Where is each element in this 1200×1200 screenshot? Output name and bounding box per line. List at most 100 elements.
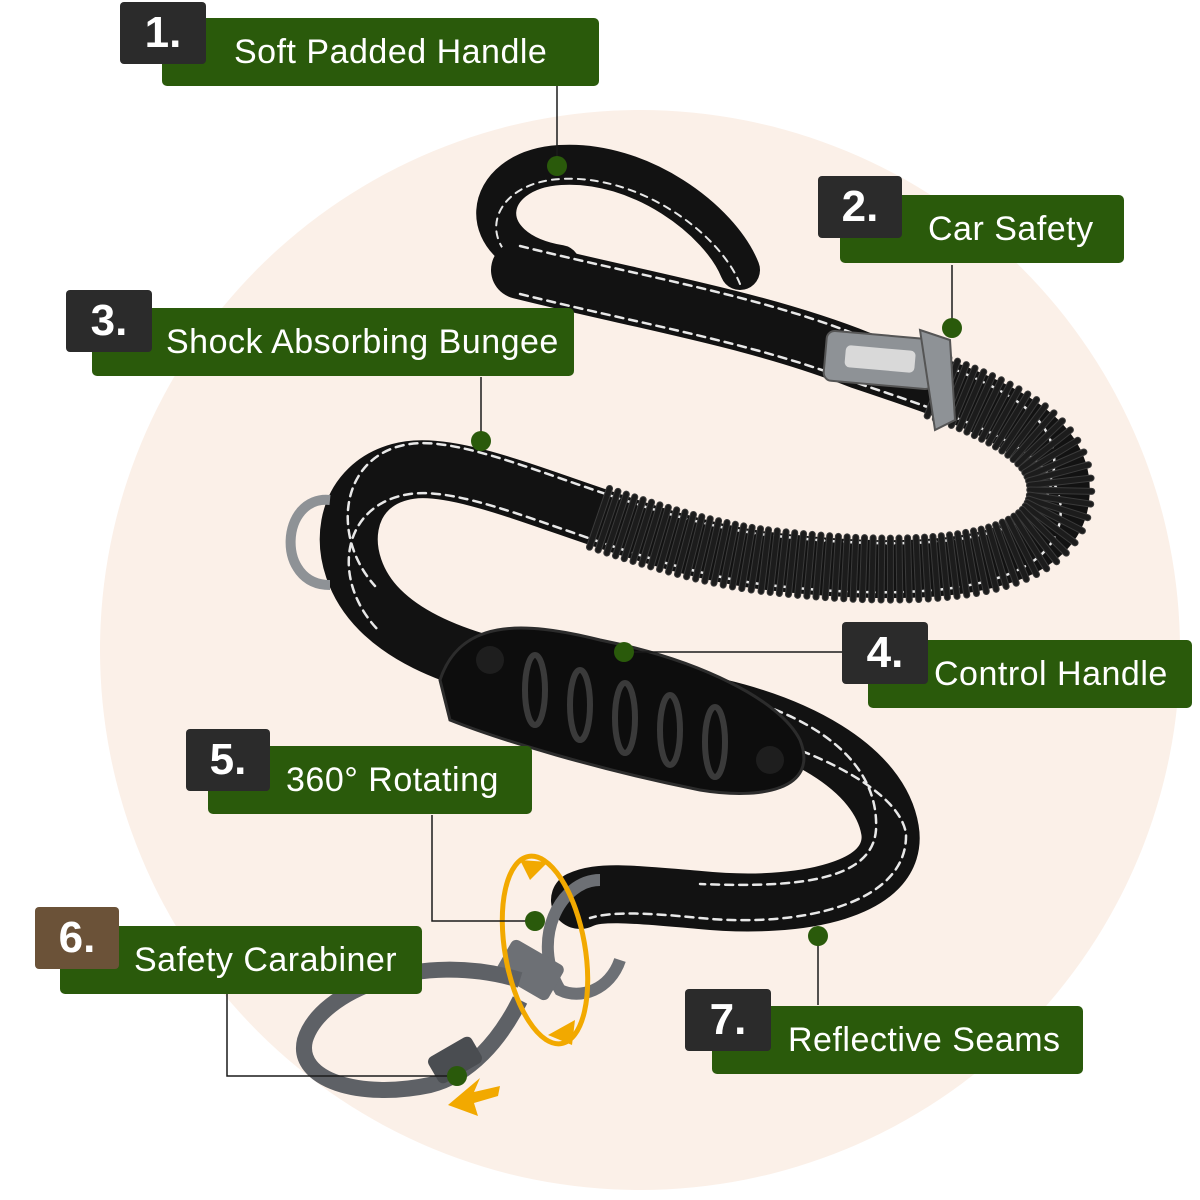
callout-number: 3. xyxy=(66,290,152,352)
bungee-ridge xyxy=(1025,474,1095,489)
bungee-ridge xyxy=(912,534,923,603)
control-handle-grip xyxy=(438,626,806,795)
bungee-ridge xyxy=(877,534,886,604)
bungee-ridge xyxy=(1021,502,1079,547)
callout-label: Shock Absorbing Bungee xyxy=(166,322,559,361)
bungee-ridge xyxy=(970,376,1005,440)
bungee-ridge xyxy=(629,498,656,565)
bungee-ridge xyxy=(784,529,799,598)
bungee-ridge xyxy=(868,534,877,604)
callout-number-text: 6. xyxy=(58,913,96,962)
callout-soft-padded-handle: Soft Padded Handle xyxy=(162,18,599,86)
bungee-ridge xyxy=(1026,486,1096,495)
bungee-ridge xyxy=(594,487,622,554)
bungee-ridge xyxy=(1025,461,1092,485)
bungee-ridge xyxy=(747,525,765,594)
bungee-ridge xyxy=(1014,417,1066,468)
bungee-ridge xyxy=(947,364,979,429)
callout-label: Control Handle xyxy=(934,654,1168,693)
bungee-ridge xyxy=(738,523,756,593)
bungee-ridge xyxy=(991,390,1032,451)
callout-number: 7. xyxy=(685,989,771,1051)
circular-arrow-icon xyxy=(499,853,591,1047)
callout-number-text: 4. xyxy=(866,628,904,677)
bungee-ridge xyxy=(803,530,816,600)
bungee-ridge xyxy=(985,385,1023,447)
callout-label: Car Safety xyxy=(928,209,1094,248)
callout-number: 6. xyxy=(35,907,119,969)
bungee-ridge xyxy=(673,510,697,578)
bungee-ridge xyxy=(886,534,894,604)
marker-dot xyxy=(614,642,634,662)
callout-label: Reflective Seams xyxy=(788,1020,1061,1059)
bungee-ridge xyxy=(1009,409,1058,464)
bungee-ridge xyxy=(812,531,825,601)
bungee-ridge xyxy=(998,396,1041,455)
bungee-ridge xyxy=(904,534,913,604)
marker-dot xyxy=(471,431,491,451)
marker-dot xyxy=(942,318,962,338)
bungee-ridge xyxy=(585,484,614,551)
bungee-ridge xyxy=(921,533,932,603)
bungee-ridge xyxy=(1021,436,1082,477)
bungee-ridge xyxy=(665,508,689,576)
bungee-ridge xyxy=(1004,515,1040,579)
bungee-ridge xyxy=(1018,505,1070,557)
callout-number-text: 7. xyxy=(709,995,747,1044)
bungee-ridge xyxy=(620,496,647,563)
bungee-ridge xyxy=(701,517,723,585)
callout-number: 1. xyxy=(120,2,206,64)
callout-safety-carabiner: Safety Carabiner xyxy=(60,926,422,994)
marker-dot xyxy=(525,911,545,931)
bungee-ridge xyxy=(895,534,904,604)
bungee-ridge xyxy=(603,490,630,557)
bungee-ridge xyxy=(1023,448,1088,481)
car-safety-clip xyxy=(822,328,957,432)
marker-dot xyxy=(808,926,828,946)
marker-dot xyxy=(547,156,567,176)
bungee-ridge xyxy=(831,532,842,602)
bungee-ridge xyxy=(992,521,1020,587)
arrow-icon xyxy=(448,1078,500,1116)
callout-number-text: 1. xyxy=(144,8,182,57)
bungee-ridge xyxy=(998,518,1030,583)
bungee-ridge xyxy=(929,533,942,602)
bungee-ridge xyxy=(692,515,714,583)
callout-label: Soft Padded Handle xyxy=(234,32,548,71)
bungee-ridge xyxy=(757,526,773,595)
bungee-ridge xyxy=(985,523,1010,590)
bungee-ridge xyxy=(656,506,681,573)
bungee-ridge xyxy=(937,532,951,601)
bungee-ridge xyxy=(1010,512,1051,573)
marker-dot xyxy=(447,1066,467,1086)
callout-number: 2. xyxy=(818,176,902,238)
rotation-arrowhead-bottom xyxy=(548,1020,575,1045)
callout-number-text: 3. xyxy=(90,296,128,345)
bungee-ridge xyxy=(710,519,731,587)
bungee-ridge xyxy=(775,528,790,597)
bungee-ridge xyxy=(719,520,739,589)
rotation-arrowhead-top xyxy=(520,860,548,880)
bungee-ridge xyxy=(612,493,639,560)
bungee-ridge xyxy=(683,513,706,581)
marker-dots xyxy=(447,156,962,1086)
bungee-ridge xyxy=(766,527,781,596)
bungee-ridge xyxy=(1015,509,1061,566)
callout-reflective-seams: Reflective Seams xyxy=(712,1006,1083,1074)
d-ring xyxy=(285,494,331,590)
bungee-ridge xyxy=(1025,495,1092,522)
bungee-ridge xyxy=(1025,491,1095,508)
bungee-ridge xyxy=(1004,402,1049,459)
callout-number: 4. xyxy=(842,622,928,684)
bungee-ridge xyxy=(821,532,834,602)
bungee-ridge xyxy=(638,501,664,568)
bungee-ridge xyxy=(1023,499,1086,535)
callout-shock-absorbing-bungee: Shock Absorbing Bungee xyxy=(92,308,574,376)
bungee-section xyxy=(585,354,1096,604)
bungee-ridge xyxy=(978,380,1014,443)
bungee-ridge xyxy=(963,372,997,436)
callout-label: 360° Rotating xyxy=(286,760,499,799)
callout-number-text: 5. xyxy=(209,735,247,784)
bungee-ridge xyxy=(840,533,851,603)
